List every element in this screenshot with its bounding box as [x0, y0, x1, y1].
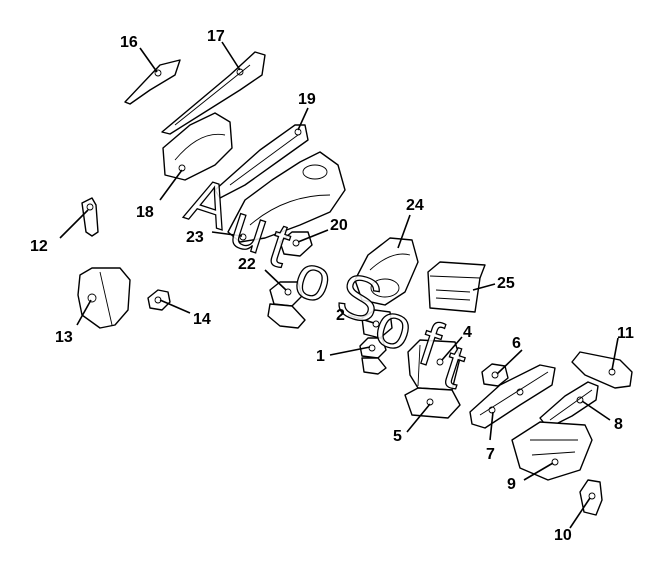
part-23-inner-wheelhouse [227, 151, 346, 243]
part-4-box-bracket [407, 339, 461, 391]
part-10-angle-bracket [579, 479, 603, 516]
part-22-mount [267, 281, 306, 329]
callout-7: 7 [486, 446, 495, 463]
callout-14: 14 [193, 311, 211, 328]
callout-5: 5 [393, 428, 402, 445]
part-12-pin [81, 197, 99, 237]
callout-11: 11 [617, 325, 634, 342]
part-2-bracket [361, 309, 393, 339]
callout-25: 25 [497, 275, 515, 292]
callout-20: 20 [330, 217, 348, 234]
part-7-side-member [469, 364, 556, 429]
callout-12: 12 [30, 238, 48, 255]
part-1-small-mount [359, 337, 387, 375]
part-16-bracket [124, 59, 181, 105]
watermark-letter-a: A [179, 165, 240, 244]
callout-10: 10 [554, 527, 572, 544]
callout-18: 18 [136, 204, 154, 221]
callout-13: 13 [55, 329, 73, 346]
part-13-housing-bracket [77, 267, 131, 329]
part-24-tray-support [354, 237, 419, 306]
part-11-rear-bracket [571, 351, 633, 389]
callout-22: 22 [238, 256, 256, 273]
callout-1: 1 [316, 348, 325, 365]
callout-8: 8 [614, 416, 623, 433]
callout-17: 17 [207, 28, 225, 45]
callout-numbers: 16 17 18 19 23 12 13 14 20 22 24 25 2 1 … [30, 28, 634, 544]
callout-2: 2 [336, 307, 345, 324]
callout-24: 24 [406, 197, 424, 214]
part-25-battery [427, 261, 486, 313]
part-19-reinforcement-rail [214, 124, 309, 199]
part-5-base-bracket [404, 387, 461, 419]
part-18-wheel-arch-panel [162, 112, 233, 181]
autosoft-watermark: A u t o S o f t [178, 164, 474, 403]
callout-16: 16 [120, 34, 138, 51]
callout-6: 6 [512, 335, 521, 352]
callout-19: 19 [298, 91, 316, 108]
part-9-plate [511, 421, 593, 481]
callout-4: 4 [463, 324, 472, 341]
part-20-mount-block [279, 231, 313, 257]
leader-lines [59, 41, 619, 529]
callout-23: 23 [186, 229, 204, 246]
callout-9: 9 [507, 476, 516, 493]
part-14-clip [147, 289, 171, 311]
